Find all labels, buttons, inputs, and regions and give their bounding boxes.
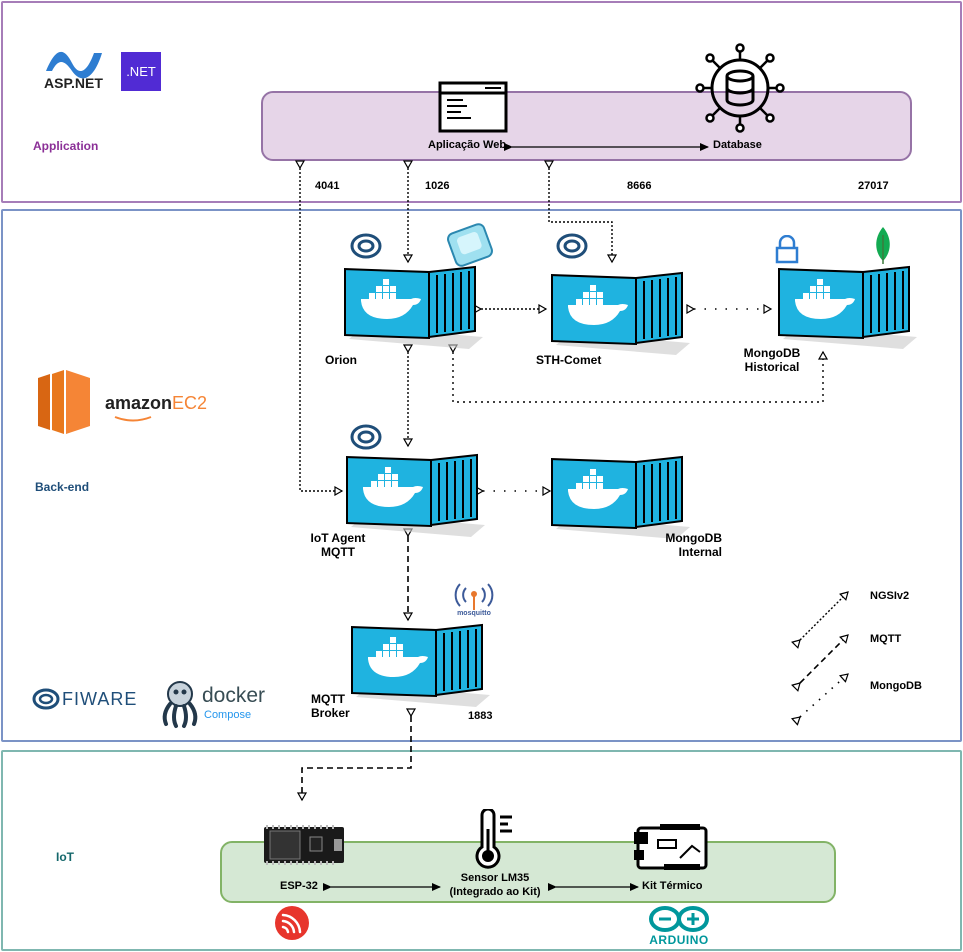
legend-mongodb-line	[800, 674, 848, 717]
fiware-sth-icon	[556, 233, 588, 259]
docker-octopus-icon	[162, 681, 198, 728]
legend-mqtt-line	[800, 635, 848, 683]
legend-mqtt-label: MQTT	[870, 633, 902, 645]
mongodb-historical-container	[778, 265, 917, 349]
database-label: Database	[713, 139, 762, 151]
iot-agent-label: IoT Agent MQTT	[302, 531, 374, 559]
mqtt-broker-line1: MQTT	[311, 692, 345, 706]
dotnet-text: .NET	[126, 64, 156, 79]
web-app-icon	[438, 81, 508, 133]
dotnet-logo: .NET	[121, 52, 161, 91]
docker-text: docker	[202, 684, 266, 707]
fiware-logo: FIWARE	[32, 688, 137, 710]
backend-layer-label: Back-end	[35, 480, 90, 494]
port-1883: 1883	[468, 710, 493, 722]
mqtt-broker-container	[351, 623, 490, 707]
mongodb-historical-line2: Historical	[744, 360, 800, 374]
mongodb-historical-label: MongoDB Historical	[737, 346, 807, 374]
kit-label: Kit Térmico	[642, 880, 703, 892]
link-orion-mongo	[453, 352, 823, 403]
aspnet-logo: ASP.NET	[42, 45, 112, 91]
amazon-smile-icon	[114, 416, 152, 422]
web-app-label: Aplicação Web	[428, 139, 507, 151]
mongodb-historical-line1: MongoDB	[743, 346, 801, 360]
legend-mongodb-label: MongoDB	[870, 680, 922, 692]
application-layer-label: Application	[33, 139, 99, 153]
arduino-text: ARDUINO	[649, 933, 709, 947]
ec2-text: EC2	[172, 393, 208, 413]
sensor-line1: Sensor LM35	[460, 872, 530, 884]
espressif-icon	[275, 906, 309, 940]
sensor-line2: (Integrado ao Kit)	[449, 886, 541, 898]
docker-compose-logo: docker Compose	[158, 678, 273, 730]
legend-ngsi-label: NGSIv2	[870, 590, 910, 602]
arduino-infinity-icon	[649, 906, 709, 932]
port-1026: 1026	[425, 180, 450, 192]
mongodb-internal-container	[551, 455, 690, 539]
backend-layer	[1, 209, 962, 742]
lock-icon	[775, 235, 799, 264]
fiware-swirl-icon	[32, 688, 60, 710]
mongodb-internal-label: MongoDB Internal	[660, 531, 722, 559]
sth-comet-container	[551, 271, 690, 355]
orion-container	[344, 265, 483, 349]
link-broker-esp32	[302, 716, 411, 800]
mqtt-broker-label: MQTT Broker	[311, 692, 350, 720]
esp32-label: ESP-32	[280, 880, 318, 892]
mosquitto-text: mosquitto	[457, 610, 491, 617]
fiware-orion-icon	[350, 233, 382, 259]
port-27017: 27017	[858, 180, 889, 192]
port-8666: 8666	[627, 180, 652, 192]
aspnet-wave-icon	[46, 51, 102, 79]
iot-layer	[1, 750, 962, 951]
sth-comet-label: STH-Comet	[536, 353, 602, 367]
arduino-board-icon	[634, 824, 708, 870]
mongodb-leaf-icon	[876, 227, 890, 264]
database-icon	[695, 43, 785, 133]
fiware-agent-icon	[350, 424, 382, 450]
mosquitto-logo: mosquitto	[452, 582, 496, 622]
amazon-ec2-icon	[38, 370, 90, 434]
mosquitto-antenna-icon	[454, 583, 494, 610]
aspnet-text: ASP.NET	[44, 75, 103, 91]
application-layer	[1, 1, 962, 203]
esp32-board-icon	[264, 825, 344, 865]
iot-agent-container	[346, 453, 485, 537]
legend-ngsi-line	[800, 592, 848, 640]
iot-agent-line2: MQTT	[321, 545, 355, 559]
crate-cube-icon	[447, 223, 493, 267]
fiware-text: FIWARE	[62, 688, 138, 709]
iot-agent-line1: IoT Agent	[310, 531, 366, 545]
docker-compose-text: Compose	[204, 709, 252, 721]
amazon-text: amazon	[105, 393, 173, 413]
iot-layer-label: IoT	[56, 850, 74, 864]
amazon-ec2-logo: amazonEC2	[105, 393, 208, 422]
link-8666	[549, 168, 612, 262]
mqtt-broker-line2: Broker	[311, 706, 350, 720]
mongodb-internal-line2: Internal	[678, 545, 722, 559]
mongodb-internal-line1: MongoDB	[665, 531, 722, 545]
sensor-label: Sensor LM35 (Integrado ao Kit)	[433, 871, 557, 899]
arduino-logo: ARDUINO	[646, 904, 712, 948]
orion-label: Orion	[325, 353, 357, 367]
link-4041	[300, 168, 342, 491]
thermometer-icon	[475, 809, 512, 869]
